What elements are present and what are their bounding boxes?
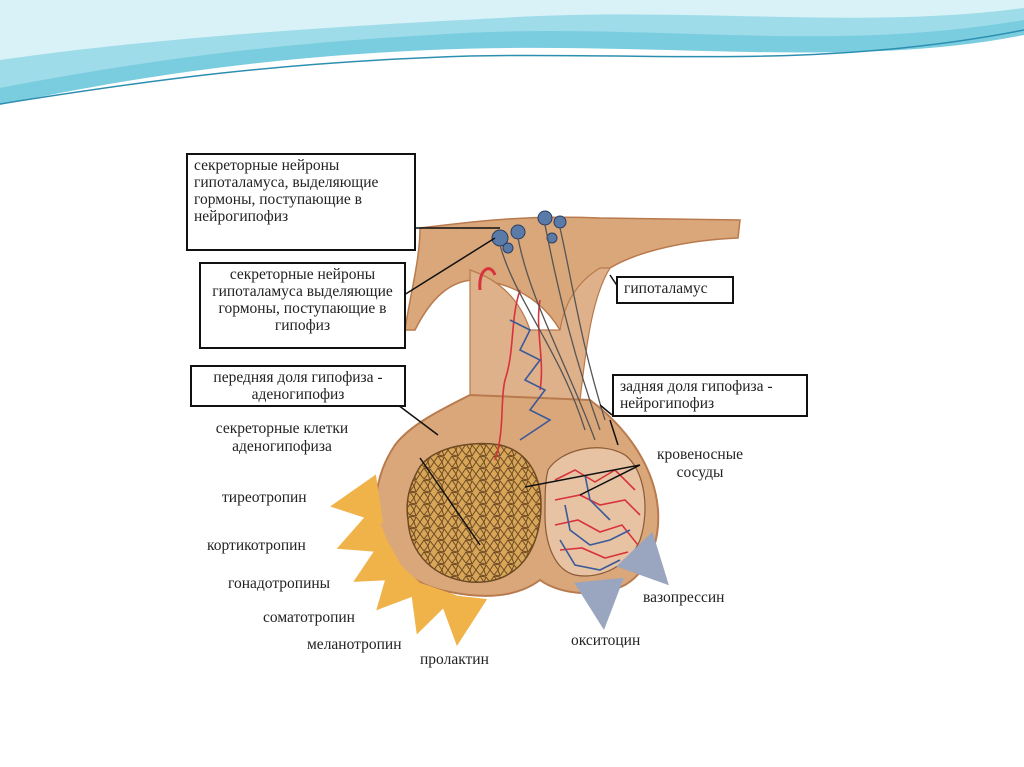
label-neurons-pituitary: секреторные нейроны гипоталамуса выделяю… (199, 262, 406, 349)
label-anterior-lobe: передняя доля гипофиза - аденогипофиз (190, 365, 406, 407)
hormone-label: меланотропин (307, 636, 402, 654)
hormone-label: вазопрессин (643, 589, 724, 607)
label-secretory-cells: секреторные клетки аденогипофиза (194, 420, 370, 456)
hormone-label: окситоцин (571, 632, 640, 650)
hormone-label: соматотропин (263, 609, 355, 627)
anterior-lobe-cells (407, 444, 541, 583)
hormone-label: гонадотропины (228, 575, 330, 593)
label-hypothalamus: гипоталамус (616, 276, 734, 304)
hormone-label: кортикотропин (207, 537, 306, 555)
hormone-label: тиреотропин (222, 489, 307, 507)
label-blood-vessels: кровеносные сосуды (640, 446, 760, 482)
label-posterior-lobe: задняя доля гипофиза - нейрогипофиз (612, 374, 808, 417)
hormone-label: пролактин (420, 651, 489, 669)
label-neurons-neurohypophysis: секреторные нейроны гипоталамуса, выделя… (186, 153, 416, 251)
